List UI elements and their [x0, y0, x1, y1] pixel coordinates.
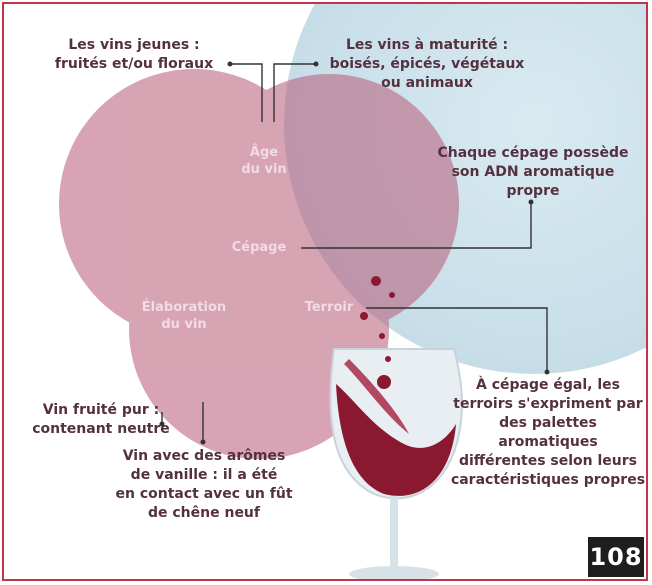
page-number: 108 — [588, 537, 644, 577]
cepage-line-3: propre — [506, 183, 560, 199]
mature-line-3: ou animaux — [381, 75, 473, 91]
fruity-line-1: Vin fruité pur : — [42, 402, 160, 418]
age-line-2: du vin — [241, 162, 287, 177]
young-line-1: Les vins jeunes : — [68, 37, 200, 53]
annotation-vanilla-wine: Vin avec des arômes de vanille : il a ét… — [109, 447, 299, 523]
label-terroir: Terroir — [294, 299, 364, 316]
terroir-line-3: des palettes aromatiques — [498, 415, 598, 450]
terroir-text: Terroir — [304, 300, 354, 315]
young-line-2: fruités et/ou floraux — [54, 56, 214, 72]
label-cepage: Cépage — [219, 239, 299, 256]
page-number-text: 108 — [589, 543, 643, 571]
cepage-text: Cépage — [231, 240, 287, 255]
leader-lines — [161, 63, 548, 442]
vanilla-line-1: Vin avec des arômes — [122, 448, 286, 464]
mature-line-1: Les vins à maturité : — [345, 37, 509, 53]
elab-line-2: du vin — [161, 317, 207, 332]
cepage-line-1: Chaque cépage possède — [437, 145, 629, 161]
annotation-cepage: Chaque cépage possède son ADN aromatique… — [428, 144, 638, 201]
cepage-line-2: son ADN aromatique — [451, 164, 615, 180]
circle-elaboration — [129, 199, 389, 459]
vanilla-line-4: de chêne neuf — [147, 505, 260, 521]
vanilla-line-2: de vanille : il a été — [130, 467, 278, 483]
terroir-line-4: différentes selon leurs — [458, 453, 637, 469]
terroir-line-1: À cépage égal, les — [476, 377, 620, 393]
mature-line-2: boisés, épicés, végétaux — [329, 56, 525, 72]
fruity-line-2: contenant neutre — [32, 421, 170, 437]
annotation-fruity-wine: Vin fruité pur : contenant neutre — [26, 401, 176, 439]
annotation-terroir: À cépage égal, les terroirs s'expriment … — [450, 376, 646, 490]
age-line-1: Âge — [249, 145, 279, 160]
vanilla-line-3: en contact avec un fût — [115, 486, 293, 502]
terroir-line-5: caractéristiques propres — [450, 472, 646, 488]
label-elaboration: Élaboration du vin — [129, 299, 239, 333]
annotation-mature-wines: Les vins à maturité : boisés, épicés, vé… — [322, 36, 532, 93]
elab-line-1: Élaboration — [141, 300, 227, 315]
label-age-du-vin: Âge du vin — [229, 144, 299, 178]
wine-glass — [329, 276, 463, 579]
terroir-line-2: terroirs s'expriment par — [453, 396, 643, 412]
venn-diagram — [59, 4, 646, 579]
annotation-young-wines: Les vins jeunes : fruités et/ou floraux — [44, 36, 224, 74]
